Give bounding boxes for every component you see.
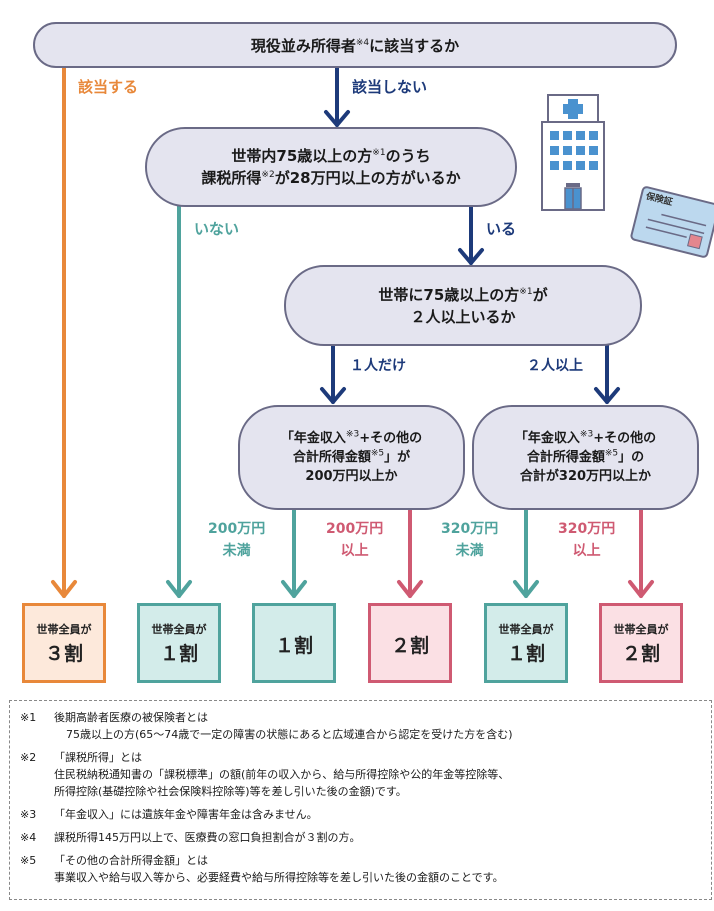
- footnote-3: ※3 「年金収入」には遺族年金や障害年金は含みません。: [20, 806, 701, 823]
- label-over200-amount: 200万円: [326, 521, 384, 537]
- footnote-4-head: 課税所得145万円以上で、医療費の窓口負担割合が３割の方。: [54, 831, 361, 844]
- footnotes: ※1 後期高齢者医療の被保険者とは 75歳以上の方(65～74歳で一定の障害の状…: [9, 700, 712, 900]
- hospital-icon: [541, 94, 605, 211]
- result-box-2-ratio: １割: [159, 642, 198, 665]
- label-one-only: １人だけ: [350, 358, 406, 374]
- label-some: いる: [486, 220, 517, 238]
- label-none: いない: [194, 220, 240, 238]
- question-two-or-more-line1: 世帯に75歳以上の方※1が: [378, 285, 548, 304]
- result-box-4-ratio: ２割: [390, 634, 429, 657]
- result-box-5-sub: 世帯全員が: [498, 622, 554, 636]
- footnote-4: ※4 課税所得145万円以上で、医療費の窓口負担割合が３割の方。: [20, 829, 701, 846]
- footnote-1-head: 後期高齢者医療の被保険者とは: [54, 711, 208, 724]
- question-320man-line2: 合計所得金額※5」の: [526, 448, 645, 465]
- footnote-2-head: 「課税所得」とは: [54, 751, 142, 764]
- question-200man-line3: 200万円以上か: [305, 469, 398, 484]
- label-under320-amount: 320万円: [441, 521, 499, 537]
- question-320man-line3: 合計が320万円以上か: [519, 469, 652, 484]
- result-box-5: 世帯全員が １割: [484, 603, 568, 683]
- label-over200: 200万円 以上: [326, 518, 383, 562]
- result-box-1-ratio: ３割: [44, 642, 83, 665]
- footnote-2-mark: ※2: [20, 751, 37, 764]
- label-over320-amount: 320万円: [558, 521, 616, 537]
- footnote-5-body-1: 事業収入や給与収入等から、必要経費や給与所得控除等を差し引いた後の金額のことです…: [54, 871, 504, 884]
- question-200man-line1: 「年金収入※3+その他の: [280, 429, 423, 446]
- footnote-1-body-1: 75歳以上の方(65～74歳で一定の障害の状態にあると広域連合から認定を受けた方…: [66, 728, 513, 741]
- label-under320: 320万円 未満: [441, 518, 498, 562]
- footnote-2-body-1: 住民税納税通知書の「課税標準」の額(前年の収入から、給与所得控除や公的年金等控除…: [54, 768, 510, 781]
- result-box-6-sub: 世帯全員が: [613, 622, 669, 636]
- question-genyaku-text: 現役並み所得者※4に該当するか: [250, 36, 460, 55]
- question-200man: 「年金収入※3+その他の 合計所得金額※5」が 200万円以上か: [238, 405, 465, 510]
- question-taxable-income: 世帯内75歳以上の方※1のうち 課税所得※2が28万円以上の方がいるか: [145, 127, 517, 207]
- label-under200-suffix: 未満: [222, 543, 251, 559]
- label-under320-suffix: 未満: [455, 543, 484, 559]
- footnote-5-mark: ※5: [20, 854, 37, 867]
- result-box-2-sub: 世帯全員が: [151, 622, 207, 636]
- label-under200-amount: 200万円: [208, 521, 266, 537]
- footnote-3-head: 「年金収入」には遺族年金や障害年金は含みません。: [54, 808, 318, 821]
- question-200man-line2: 合計所得金額※5」が: [292, 448, 411, 465]
- footnote-1: ※1 後期高齢者医療の被保険者とは 75歳以上の方(65～74歳で一定の障害の状…: [20, 709, 701, 743]
- result-box-3: １割: [252, 603, 336, 683]
- footnote-1-mark: ※1: [20, 711, 37, 724]
- result-box-6: 世帯全員が ２割: [599, 603, 683, 683]
- result-box-2: 世帯全員が １割: [137, 603, 221, 683]
- label-over200-suffix: 以上: [340, 543, 369, 559]
- question-320man: 「年金収入※3+その他の 合計所得金額※5」の 合計が320万円以上か: [472, 405, 699, 510]
- result-box-6-ratio: ２割: [621, 642, 660, 665]
- result-box-5-ratio: １割: [506, 642, 545, 665]
- result-box-4: ２割: [368, 603, 452, 683]
- label-no-top: 該当しない: [352, 78, 428, 96]
- question-taxable-income-line2: 課税所得※2が28万円以上の方がいるか: [201, 169, 461, 187]
- label-over320: 320万円 以上: [558, 518, 615, 562]
- label-over320-suffix: 以上: [572, 543, 601, 559]
- question-genyaku: 現役並み所得者※4に該当するか: [33, 22, 677, 68]
- question-taxable-income-line1: 世帯内75歳以上の方※1のうち: [231, 147, 431, 165]
- result-box-1: 世帯全員が ３割: [22, 603, 106, 683]
- insurance-card-icon: [630, 186, 714, 258]
- question-two-or-more: 世帯に75歳以上の方※1が ２人以上いるか: [284, 265, 642, 346]
- label-two-plus: ２人以上: [527, 358, 583, 374]
- result-box-1-sub: 世帯全員が: [36, 622, 92, 636]
- footnote-5: ※5 「その他の合計所得金額」とは 事業収入や給与収入等から、必要経費や給与所得…: [20, 852, 701, 886]
- footnote-3-mark: ※3: [20, 808, 37, 821]
- label-under200: 200万円 未満: [208, 518, 265, 562]
- question-320man-line1: 「年金収入※3+その他の: [514, 429, 657, 446]
- footnote-5-head: 「その他の合計所得金額」とは: [54, 854, 208, 867]
- question-two-or-more-line2: ２人以上いるか: [410, 307, 516, 326]
- footnote-2: ※2 「課税所得」とは 住民税納税通知書の「課税標準」の額(前年の収入から、給与…: [20, 749, 701, 800]
- footnote-4-mark: ※4: [20, 831, 37, 844]
- footnote-2-body-2: 所得控除(基礎控除や社会保険料控除等)等を差し引いた後の金額)です。: [54, 785, 407, 798]
- result-box-3-ratio: １割: [274, 634, 313, 657]
- label-yes-top: 該当する: [78, 78, 139, 96]
